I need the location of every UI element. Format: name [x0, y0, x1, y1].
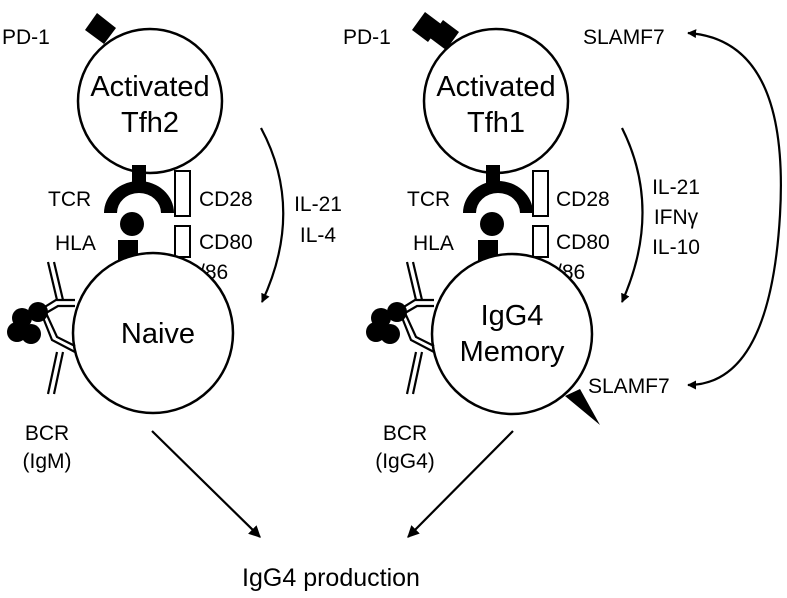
right-tcr-receptor — [463, 165, 533, 213]
left-b-cell-label: Naive — [121, 318, 195, 350]
right-b-cell-label-line2: Memory — [460, 336, 565, 368]
right-slamf7-receptor — [565, 389, 600, 425]
right-antigen — [366, 302, 407, 344]
right-pd1-receptor — [412, 12, 459, 50]
left-cytokine-1: IL-21 — [294, 193, 342, 216]
left-pd1-label: PD-1 — [2, 26, 50, 49]
right-tcr-label: TCR — [407, 188, 450, 211]
right-cd80-label-line1: CD80 — [556, 231, 610, 254]
left-tcr-receptor — [104, 165, 174, 213]
left-cd28-label: CD28 — [199, 188, 253, 211]
left-b-cell — [71, 251, 235, 415]
right-pd1-label: PD-1 — [343, 26, 391, 49]
left-tfh-label-line2: Tfh2 — [121, 107, 179, 139]
left-hla-label: HLA — [55, 232, 96, 255]
right-bcr-label-line2: (IgG4) — [375, 450, 435, 473]
right-cytokine-1: IL-21 — [652, 176, 700, 199]
right-peptide — [480, 212, 504, 236]
right-cd28-label: CD28 — [556, 188, 610, 211]
right-cytokine-2: IFNγ — [654, 206, 699, 229]
left-cd28-receptor — [174, 170, 191, 217]
right-cytokine-arrow — [620, 127, 644, 303]
left-pd1-receptor — [85, 13, 116, 44]
right-bcr-label-line1: BCR — [383, 422, 427, 445]
left-pair: PD-1 Activated Tfh2 TCR HLA CD28 CD80 /8… — [2, 13, 342, 538]
left-peptide — [120, 212, 144, 236]
right-production-arrow — [407, 430, 514, 538]
right-cd80-receptor — [532, 225, 549, 258]
left-cytokine-2: IL-4 — [300, 224, 337, 247]
left-cytokine-arrow — [260, 127, 285, 303]
right-cytokine-3: IL-10 — [652, 236, 700, 259]
right-tfh-label-line2: Tfh1 — [467, 107, 525, 139]
left-cd80-receptor — [174, 225, 191, 258]
right-hla-label: HLA — [413, 232, 454, 255]
left-antigen — [7, 302, 48, 344]
right-pair: PD-1 Activated Tfh1 TCR HLA CD28 CD80 /8… — [343, 12, 782, 538]
left-bcr-label-line1: BCR — [25, 422, 69, 445]
right-slamf7-bottom-label: SLAMF7 — [588, 375, 670, 398]
left-bcr-antibody — [38, 261, 76, 395]
left-tfh-label-line1: Activated — [90, 71, 209, 103]
right-bcr-antibody — [397, 261, 435, 395]
slamf7-interaction-arrow — [687, 29, 782, 390]
igg4-production-label: IgG4 production — [242, 564, 420, 592]
left-tcr-label: TCR — [48, 188, 91, 211]
right-b-cell — [430, 252, 594, 416]
left-cd80-label-line1: CD80 — [199, 231, 253, 254]
right-slamf7-top-label: SLAMF7 — [583, 26, 665, 49]
left-bcr-label-line2: (IgM) — [23, 450, 72, 473]
right-cd28-receptor — [532, 170, 549, 217]
right-tfh-label-line1: Activated — [436, 71, 555, 103]
right-b-cell-label-line1: IgG4 — [481, 300, 544, 332]
left-tfh-cell — [76, 27, 224, 175]
left-production-arrow — [151, 430, 261, 538]
